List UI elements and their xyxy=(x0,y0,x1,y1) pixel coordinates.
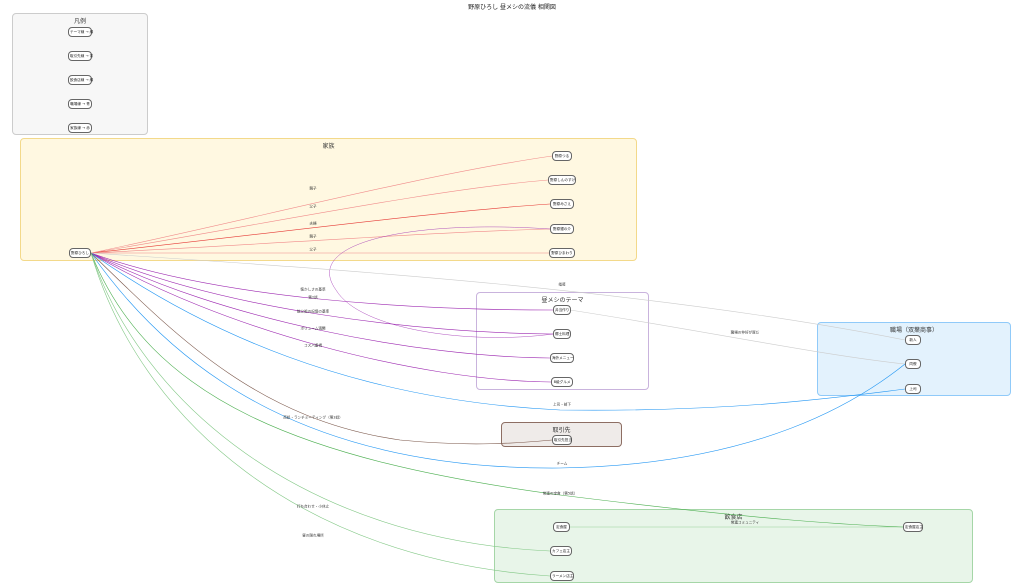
edge-hiroshi-kyodo xyxy=(90,252,554,335)
work-group-label: 職場（双葉商事） xyxy=(889,327,938,334)
node-ginnosuke[interactable]: 野原銀の介 xyxy=(550,224,574,234)
edge-hiroshi-joshi xyxy=(90,252,906,411)
legend-title: 凡例 xyxy=(73,18,86,25)
edge-bento-doryo xyxy=(569,309,906,365)
edge-label-fufu: 夫婦 xyxy=(309,221,317,226)
edge-hiroshi-misae xyxy=(90,203,551,254)
node-kaigai[interactable]: 海外メニュー xyxy=(550,353,574,363)
diagram-title: 野原ひろし 昼メシの流儀 相関図 xyxy=(468,4,556,11)
node-cafe[interactable]: カフェ店主 xyxy=(550,546,572,556)
node-teishoku[interactable]: 定食屋 xyxy=(553,522,570,532)
work-group: 職場（双葉商事） xyxy=(817,322,1011,396)
legend-item-theme: テーマ線 → 緑 xyxy=(68,27,93,37)
edge-label-volume: ボリューム満開 xyxy=(300,326,326,331)
edge-hiroshi-bkyu xyxy=(90,252,552,383)
food-group: 飲食店 xyxy=(494,509,973,583)
edge-label-jouren: 常連の定食（第5話） xyxy=(542,491,578,496)
node-client[interactable]: 取引先担当 xyxy=(552,435,572,445)
edge-label-oyako-ginnosuke: 親子 xyxy=(309,234,317,239)
node-joshi[interactable]: 上司 xyxy=(905,384,921,394)
node-misae[interactable]: 野原みさえ xyxy=(550,199,574,209)
node-kyodo[interactable]: 郷土料理 xyxy=(553,329,571,339)
edge-label-buka: 指導 xyxy=(558,282,566,287)
edge-hiroshi-team xyxy=(90,252,906,469)
node-shinnosuke[interactable]: 野原しんのすけ xyxy=(548,175,576,185)
edge-label-shodan: 商談・ランチミーティング（第3話） xyxy=(283,415,343,420)
edge-hiroshi-kaigai xyxy=(90,252,551,359)
edge-hiroshi-inshoku xyxy=(90,252,904,528)
family-group-label: 家族 xyxy=(322,143,335,150)
edge-label-dai2wa: 第2話 xyxy=(308,295,318,300)
legend-item-family: 家族線 → 赤 xyxy=(68,123,92,133)
edge-hiroshi-shinnosuke xyxy=(90,179,549,254)
edge-ginnosuke-kyodo xyxy=(329,226,554,338)
edge-label-uchiawase: 打ち合わせ・小休止 xyxy=(296,504,330,509)
food-group-label: 飲食店 xyxy=(724,514,743,521)
edge-label-natsukashi: 懐かしさの基準 xyxy=(300,287,326,292)
legend-item-food: 飲食店線 → 緑 xyxy=(68,75,93,85)
edge-hiroshi-shinjin xyxy=(90,252,906,341)
edge-hiroshi-bento xyxy=(90,252,554,311)
legend-item-client: 取引先線 → 茶 xyxy=(68,51,93,61)
node-shinjin[interactable]: 新人 xyxy=(905,335,921,345)
edge-label-community: 常連コミュニティ xyxy=(730,520,760,525)
edge-label-fushi-himawari: 父子 xyxy=(309,247,317,252)
legend-item-work: 職場線 → 青 xyxy=(68,99,92,109)
edge-label-gourmet: 昼の隠れ場所 xyxy=(302,533,324,538)
theme-group-label: 昼メシのテーマ xyxy=(541,297,584,304)
node-bkyu[interactable]: B級グルメ xyxy=(551,377,573,387)
edge-label-kanjo: 職場の仲好が厚だ xyxy=(730,330,760,335)
edge-hiroshi-client xyxy=(90,252,553,445)
edge-label-fushi-shinnosuke: 父子 xyxy=(309,204,317,209)
node-bento[interactable]: 弁当作り xyxy=(553,305,571,315)
legend-panel: 凡例 テーマ線 → 緑 取引先線 → 茶 飲食店線 → 緑 職場線 → 青 家族… xyxy=(12,13,148,135)
node-tsuna[interactable]: 野原つる xyxy=(552,151,572,161)
node-inshoku[interactable]: 定食屋店主 xyxy=(903,522,923,532)
edge-label-kinyu: 故父祖の記憶の基準 xyxy=(296,309,330,314)
node-himawari[interactable]: 野原ひまわり xyxy=(549,248,575,258)
edge-hiroshi-ginnosuke xyxy=(90,228,551,254)
edge-hiroshi-cafe xyxy=(90,252,551,552)
node-doryo[interactable]: 同僚 xyxy=(905,359,921,369)
node-ramen[interactable]: ラーメン店主 xyxy=(550,571,574,581)
edge-hiroshi-ramen xyxy=(90,252,551,577)
edge-label-team: チーム xyxy=(556,461,568,466)
edge-label-joshibuka: 上司・部下 xyxy=(553,402,571,407)
edge-label-oyako-tsuna: 親子 xyxy=(309,186,317,191)
edge-label-cospa: コスパ重視 xyxy=(304,343,322,348)
client-group-label: 取引先 xyxy=(552,427,571,434)
family-group: 家族 xyxy=(20,138,637,261)
node-hiroshi[interactable]: 野原ひろし xyxy=(69,248,91,258)
edge-hiroshi-tsuna xyxy=(90,155,553,254)
